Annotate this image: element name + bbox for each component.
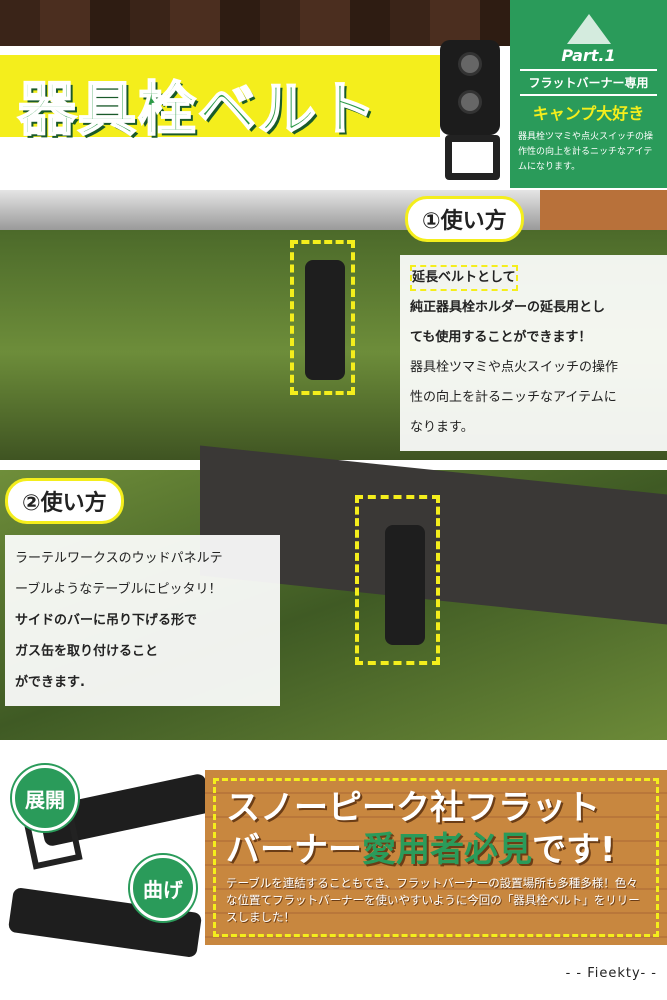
usage2-line: サイドのバーに吊り下げる形で xyxy=(15,613,198,628)
ribbon-description: 器具栓ツマミや点火スイッチの操作性の向上を計るニッチなアイテムになります。 xyxy=(518,132,654,172)
brand-name: - - Fieekty- - xyxy=(565,966,657,981)
belt-image xyxy=(440,40,500,135)
headline-2b: 愛用者必見 xyxy=(362,830,532,870)
part-ribbon: Part.1 フラットバーナー専用 キャンプ大好き 器具栓ツマミや点火スイッチの… xyxy=(510,0,667,188)
usage2-line: ガス缶を取り付けること xyxy=(15,644,159,659)
title-banner xyxy=(0,55,440,137)
badge-open: 展開 xyxy=(12,765,78,831)
usage1-label: ①使い方 xyxy=(405,196,524,242)
wood-sign: スノーピーク社フラット バーナー愛用者必見です! テーブルを連結することもてき、… xyxy=(205,770,667,945)
highlight-box xyxy=(355,495,440,665)
usage2-text: ラーテルワークスのウッドパネルテ ーブルようなテーブルにピッタリ！ サイドのバー… xyxy=(5,535,280,706)
usage2-line: ができます. xyxy=(15,675,85,690)
usage1-line: 純正器具栓ホルダーの延長用とし xyxy=(410,300,606,315)
usage1-line: 器具栓ツマミや点火スイッチの操作 xyxy=(410,360,619,375)
usage1-line: 性の向上を計るニッチなアイテムに xyxy=(410,390,617,405)
product-title: 器具栓ベルト xyxy=(17,74,379,144)
usage2-line: ラーテルワークスのウッドパネルテ xyxy=(15,551,223,566)
sign-body: テーブルを連結することもてき、フラットバーナーの設置場所も多種多様！色々な位置て… xyxy=(226,876,640,924)
usage2-label: ②使い方 xyxy=(5,478,124,524)
usage1-line: 延長ベルトとして xyxy=(410,265,518,291)
usage1-line: なります。 xyxy=(410,420,474,435)
highlight-box xyxy=(290,240,355,395)
belt-photo xyxy=(305,260,345,380)
part-label: Part.1 xyxy=(561,46,616,65)
ribbon-subtitle: フラットバーナー専用 xyxy=(520,69,657,96)
wood-panel xyxy=(540,190,667,230)
tent-icon xyxy=(566,14,611,44)
headline-2c: です! xyxy=(532,830,616,870)
headline-1: スノーピーク社フラット xyxy=(226,788,600,828)
badge-bend: 曲げ xyxy=(130,855,196,921)
usage1-line: ても使用することができます！ xyxy=(410,330,592,345)
usage2-line: ーブルようなテーブルにピッタリ！ xyxy=(15,582,222,597)
belt-photo xyxy=(385,525,425,645)
ribbon-catch: キャンプ大好き xyxy=(532,104,645,123)
usage1-text: 延長ベルトとして 純正器具栓ホルダーの延長用とし ても使用することができます！ … xyxy=(400,255,667,451)
headline-2a: バーナー xyxy=(226,830,362,870)
buckle-image xyxy=(445,135,500,180)
